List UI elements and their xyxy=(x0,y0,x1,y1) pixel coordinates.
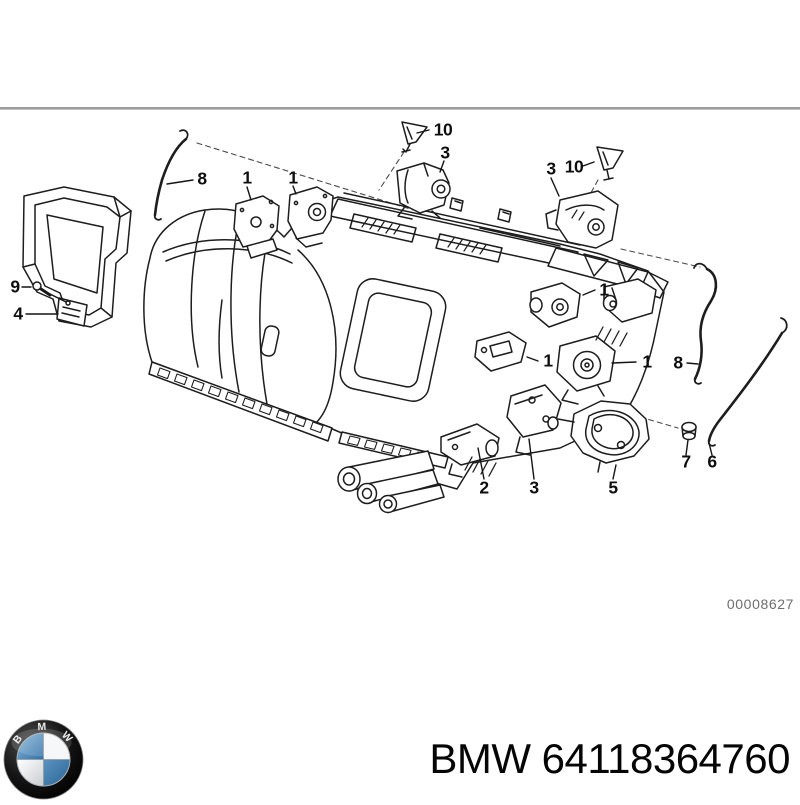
side-cover xyxy=(22,186,132,328)
vent-panel xyxy=(329,192,581,269)
dashed-guide-lines xyxy=(196,142,701,429)
grommet-7 xyxy=(681,421,697,441)
callout-label-2: 2 xyxy=(479,477,489,498)
callout-label-3: 3 xyxy=(529,477,539,498)
callout-label-5: 5 xyxy=(608,477,618,498)
logo-letter-m: M xyxy=(37,721,47,733)
part-number-caption: BMW 64118364760 xyxy=(429,735,790,782)
callout-label-4: 4 xyxy=(13,303,23,324)
heater-pipes xyxy=(337,450,445,514)
servo-motors-right xyxy=(474,278,657,405)
callout-label-1: 1 xyxy=(599,279,609,300)
callout-label-3: 3 xyxy=(546,158,556,179)
servo-motors-top xyxy=(233,162,619,259)
drawing-number: 00008627 xyxy=(726,596,794,612)
bmw-logo-icon: B M W xyxy=(3,719,84,800)
callout-label-10: 10 xyxy=(564,156,584,177)
callout-label-6: 6 xyxy=(707,451,717,472)
callout-label-3: 3 xyxy=(440,142,450,163)
callout-label-7: 7 xyxy=(681,451,691,472)
callout-label-1: 1 xyxy=(288,167,298,188)
top-divider xyxy=(0,107,800,110)
callout-label-8: 8 xyxy=(197,168,207,189)
callout-label-8: 8 xyxy=(673,352,683,373)
rods xyxy=(153,129,788,447)
callout-label-1: 1 xyxy=(543,350,553,371)
leader-lines xyxy=(21,129,713,480)
callout-label-1: 1 xyxy=(242,167,252,188)
duct-frame-opening xyxy=(339,278,447,402)
funnel-clips xyxy=(401,121,624,181)
callout-label-1: 1 xyxy=(642,351,652,372)
callout-label-9: 9 xyxy=(10,276,20,297)
lower-brackets xyxy=(440,384,650,478)
callout-label-10: 10 xyxy=(433,119,453,140)
